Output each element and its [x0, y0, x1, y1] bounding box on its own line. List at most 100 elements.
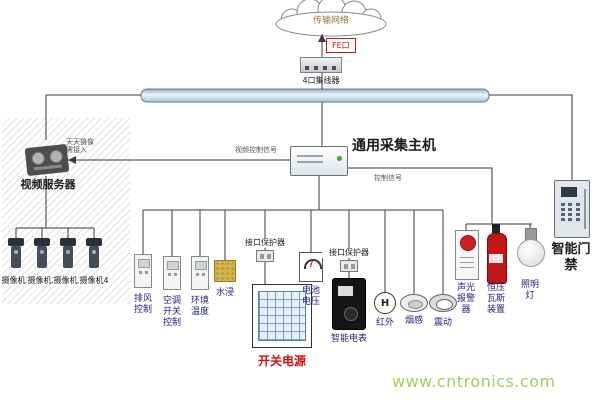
power-supply-label: 开关电源	[257, 354, 306, 368]
server-reel-icon	[49, 149, 64, 164]
thermostat-button-icon	[202, 273, 205, 276]
camera-head-icon	[8, 238, 24, 246]
infrared-sensor-icon: H	[374, 292, 396, 314]
alarm-grille-icon	[460, 257, 474, 258]
camera-lens-icon	[14, 250, 18, 254]
lamp-icon	[516, 228, 545, 268]
hub-port-icon	[314, 66, 318, 70]
infrared-glyph: H	[380, 297, 390, 309]
camera-lens-icon	[92, 250, 96, 254]
thermostat-button-icon	[139, 271, 142, 274]
extinguisher-label: 恒压瓦斯装置	[486, 283, 505, 315]
water-sensor-icon	[214, 260, 236, 282]
cloud-icon	[275, 0, 387, 37]
camera-lens-icon	[66, 250, 70, 254]
camera-icon	[8, 238, 24, 272]
access-label: 智能门禁	[551, 242, 591, 273]
host-slot-icon	[297, 161, 323, 163]
camera-icon	[60, 238, 76, 272]
hub-label: 4口集线器	[302, 76, 340, 85]
access-keypad-icon	[561, 203, 581, 221]
extinguisher-valve-icon	[492, 224, 500, 233]
smoke-detector-icon	[400, 294, 428, 312]
alarm-icon	[455, 230, 479, 280]
exhaust-control-icon	[134, 254, 152, 288]
arrowhead-uplink	[318, 34, 326, 42]
thermostat-display-icon	[195, 261, 207, 270]
host-led-icon	[337, 156, 342, 161]
hub-port-icon	[305, 66, 309, 70]
collection-host-icon	[290, 146, 348, 176]
alarm-light-icon	[460, 235, 476, 251]
server-reel-icon	[31, 151, 46, 166]
camera-label: 摄像机4	[79, 276, 109, 286]
camera-body-icon	[63, 246, 73, 268]
battery-meter-icon	[299, 252, 323, 282]
camera-head-icon	[34, 238, 50, 246]
thermostat-button-icon	[145, 271, 148, 274]
camera-body-icon	[89, 246, 99, 268]
alarm-grille-icon	[460, 262, 474, 263]
access-control-icon	[554, 180, 590, 238]
camera-label: 摄像机1	[1, 276, 31, 286]
vibration-sensor-icon	[429, 294, 457, 312]
smart-meter-label: 智能电表	[330, 334, 367, 344]
exhaust-label: 排风控制	[133, 294, 152, 315]
access-slot-icon	[584, 189, 586, 229]
protector-pin-icon	[260, 254, 264, 259]
ac-label: 空调开关控制	[162, 296, 181, 328]
thermostat-button-icon	[196, 273, 199, 276]
cloud-label: 传输网络	[312, 16, 349, 26]
smart-meter-icon	[332, 278, 366, 330]
video-server-note: 天天摄像 需接入	[66, 138, 94, 155]
thermostat-display-icon	[167, 261, 179, 270]
video-server-icon	[24, 143, 70, 177]
thermostat-button-icon	[168, 273, 171, 276]
control-signal-label: 控制信号	[374, 174, 402, 182]
camera-head-icon	[86, 238, 102, 246]
hub-icon	[300, 57, 342, 73]
power-grid-panel-icon	[258, 291, 306, 341]
ac-control-icon	[163, 256, 181, 290]
smoke-inner-icon	[408, 300, 423, 309]
alarm-label: 声光报警器	[456, 283, 475, 315]
access-screen-icon	[561, 187, 577, 197]
thermostat-button-icon	[174, 273, 177, 276]
lamp-bulb-icon	[517, 239, 545, 267]
interface-protector-icon	[340, 260, 358, 272]
camera-lens-icon	[40, 250, 44, 254]
bus-pipe	[140, 88, 490, 103]
hub-port-icon	[323, 66, 327, 70]
thermostat-display-icon	[138, 259, 150, 268]
interface-protector-icon	[256, 250, 274, 262]
camera-label: 摄像机2	[27, 276, 57, 286]
host-label: 通用采集主机	[352, 138, 436, 154]
meter-dial-icon	[304, 259, 322, 269]
host-slot-icon	[297, 155, 323, 157]
watermark: www.cntronics.com	[392, 372, 556, 391]
video-signal-label: 视频控制信号	[235, 146, 277, 154]
smoke-label: 烟感	[404, 316, 423, 326]
camera-icon	[86, 238, 102, 272]
extinguisher-band-icon	[489, 254, 503, 263]
server-slot-icon	[33, 164, 62, 171]
temperature-sensor-icon	[191, 256, 209, 290]
camera-label: 摄像机3	[53, 276, 83, 286]
water-label: 水浸	[215, 288, 234, 298]
lamp-label: 照明灯	[520, 280, 539, 301]
camera-body-icon	[37, 246, 47, 268]
temperature-label: 环境温度	[190, 296, 209, 317]
camera-icon	[34, 238, 50, 272]
fe-port-label: FE口	[326, 38, 356, 53]
hub-port-icon	[332, 66, 336, 70]
camera-body-icon	[11, 246, 21, 268]
vibration-label: 震动	[433, 318, 452, 328]
protector-pin-icon	[351, 264, 355, 269]
battery-voltage-label: 电池电压	[301, 286, 320, 307]
power-supply-icon	[252, 284, 312, 348]
protector-pin-icon	[344, 264, 348, 269]
protector-pin-icon	[267, 254, 271, 259]
infrared-label: 红外	[375, 318, 394, 328]
